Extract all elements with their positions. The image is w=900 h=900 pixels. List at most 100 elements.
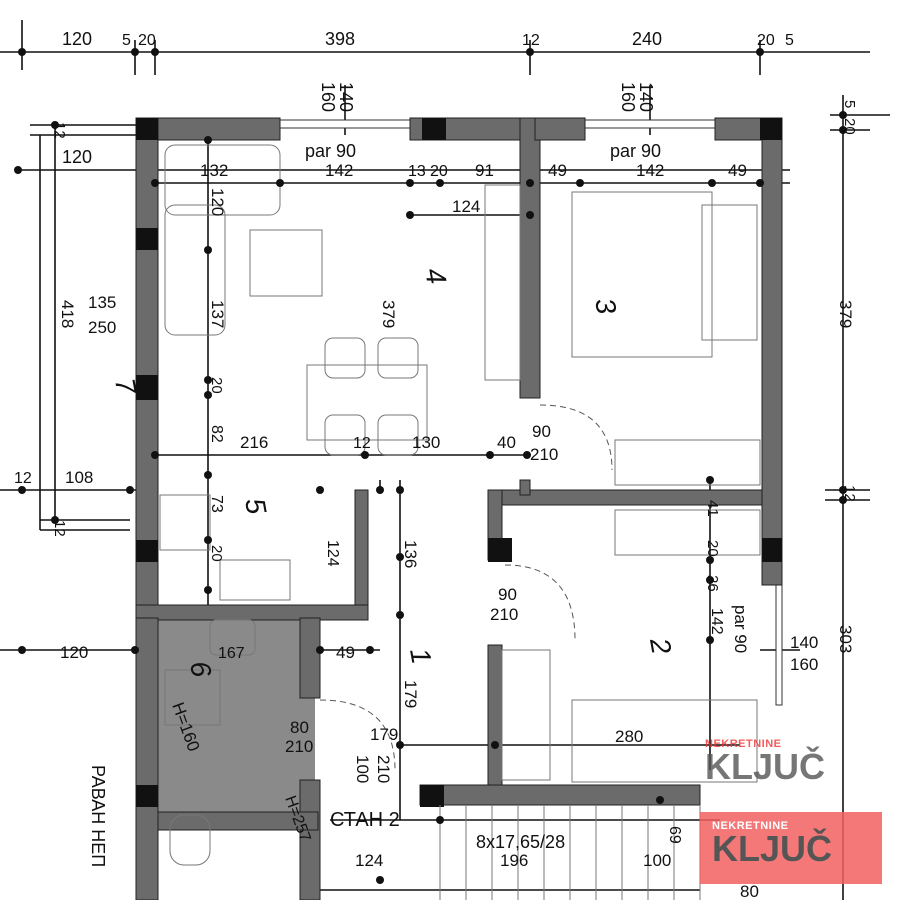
dimension-label: 69 bbox=[666, 826, 683, 844]
dimension-tick bbox=[204, 246, 212, 254]
door-swing bbox=[539, 404, 613, 471]
furniture-outline bbox=[306, 364, 428, 441]
dimension-label: 136 bbox=[401, 540, 420, 568]
dimension-label: 418 bbox=[58, 300, 77, 328]
watermark-badge: NEKRETNINE KLJUČ bbox=[700, 812, 882, 884]
dimension-label: 120 bbox=[60, 643, 88, 662]
wall bbox=[354, 489, 369, 606]
furniture-outline bbox=[324, 337, 366, 379]
dimension-label: 398 bbox=[325, 29, 355, 49]
dimension-label: 108 bbox=[65, 468, 93, 487]
dimension-tick bbox=[276, 179, 284, 187]
dimension-label: 124 bbox=[452, 197, 480, 216]
wall bbox=[299, 617, 321, 699]
dimension-tick bbox=[406, 211, 414, 219]
dimension-tick bbox=[706, 556, 714, 564]
dimension-tick bbox=[131, 48, 139, 56]
dimension-label: 379 bbox=[836, 300, 855, 328]
dimension-label: 20 bbox=[208, 545, 225, 562]
dimension-label: par 90 bbox=[731, 605, 750, 653]
dimension-tick bbox=[396, 611, 404, 619]
dimension-tick bbox=[151, 451, 159, 459]
dimension-label: 12 bbox=[522, 32, 540, 49]
dimension-label: 250 bbox=[88, 318, 116, 337]
dimension-tick bbox=[204, 376, 212, 384]
dimension-tick bbox=[316, 646, 324, 654]
dimension-label: 12 bbox=[51, 122, 68, 139]
dimension-label: 303 bbox=[836, 625, 855, 653]
wall bbox=[519, 479, 531, 496]
dimension-tick bbox=[396, 741, 404, 749]
stair-label: 8x17,65/28 bbox=[476, 832, 565, 852]
dimension-tick bbox=[204, 536, 212, 544]
dimension-tick bbox=[526, 211, 534, 219]
dimension-tick bbox=[376, 486, 384, 494]
wall bbox=[135, 604, 369, 621]
door-swing bbox=[319, 699, 396, 771]
dimension-tick bbox=[756, 179, 764, 187]
dimension-label: 179 bbox=[401, 680, 420, 708]
dimension-label: 379 bbox=[379, 300, 398, 328]
dimension-label: 20 bbox=[841, 118, 858, 135]
dimension-label: 91 bbox=[475, 161, 494, 180]
dimension-label: 140 bbox=[336, 82, 356, 112]
wall bbox=[299, 779, 321, 900]
dimension-label: 210 bbox=[285, 737, 313, 756]
dimension-tick bbox=[18, 48, 26, 56]
dimension-label: 80 bbox=[290, 718, 309, 737]
window bbox=[775, 584, 783, 706]
pillar bbox=[488, 538, 512, 562]
dimension-label: 12 bbox=[51, 520, 68, 537]
dimension-lines bbox=[0, 20, 890, 900]
dimension-label: 210 bbox=[374, 755, 393, 783]
dimension-label: 210 bbox=[530, 445, 558, 464]
pillar bbox=[420, 785, 444, 807]
pillar bbox=[760, 118, 782, 140]
furniture-outline bbox=[501, 649, 551, 781]
dimension-tick bbox=[204, 471, 212, 479]
dimension-tick bbox=[706, 576, 714, 584]
dimension-label: 142 bbox=[325, 161, 353, 180]
dimension-label: 5 bbox=[122, 32, 131, 49]
wall bbox=[761, 117, 783, 586]
dimension-label: 137 bbox=[208, 300, 227, 328]
dimension-label: 120 bbox=[62, 29, 92, 49]
dimension-label: 210 bbox=[490, 605, 518, 624]
dimension-label: 90 bbox=[532, 422, 551, 441]
furniture-outline bbox=[249, 229, 323, 297]
dimension-label: 135 bbox=[88, 293, 116, 312]
dimension-label: 160 bbox=[618, 82, 638, 112]
dimension-label: 12 bbox=[14, 470, 32, 487]
dimension-tick bbox=[406, 179, 414, 187]
dimension-tick bbox=[708, 179, 716, 187]
dimension-label: 20 bbox=[208, 377, 225, 394]
dimension-label: 5 bbox=[785, 32, 794, 49]
furniture-outline bbox=[324, 414, 366, 456]
dimension-tick bbox=[126, 486, 134, 494]
dimension-tick bbox=[376, 876, 384, 884]
furniture-outline bbox=[377, 337, 419, 379]
dimension-tick bbox=[204, 136, 212, 144]
dimension-label: 124 bbox=[355, 851, 383, 870]
dimension-label: 240 bbox=[632, 29, 662, 49]
furniture-outline bbox=[164, 669, 221, 726]
dimension-label: 20 bbox=[704, 540, 721, 557]
furniture-outline bbox=[571, 699, 758, 783]
pillar bbox=[136, 375, 158, 400]
dimension-tick bbox=[526, 179, 534, 187]
furniture-outline bbox=[484, 184, 521, 381]
dimension-label: 196 bbox=[500, 851, 528, 870]
wall bbox=[487, 644, 503, 791]
dimension-tick bbox=[131, 646, 139, 654]
dimension-label: 124 bbox=[324, 540, 341, 567]
furniture-outline bbox=[701, 204, 758, 341]
pillar bbox=[422, 118, 446, 140]
dimension-tick bbox=[396, 553, 404, 561]
watermark-top: NEKRETNINE KLJUČ bbox=[705, 738, 826, 787]
dimension-label: 216 bbox=[240, 433, 268, 452]
dimension-tick bbox=[486, 451, 494, 459]
dimension-label: 26 bbox=[704, 575, 721, 592]
dimension-label: 49 bbox=[336, 643, 355, 662]
dimension-label: 132 bbox=[200, 161, 228, 180]
dimension-label: 80 bbox=[740, 882, 759, 900]
